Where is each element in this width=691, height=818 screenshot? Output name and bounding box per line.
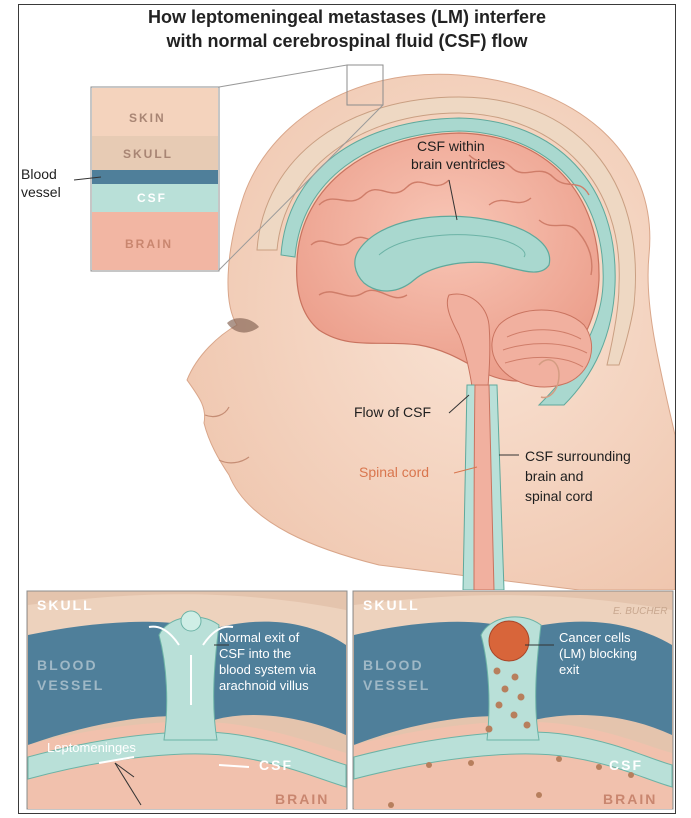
figure-frame: How leptomeningeal metastases (LM) inter…	[18, 4, 676, 814]
right-vessel-label: VESSEL	[363, 677, 430, 693]
panel-cancer-blocking	[19, 5, 675, 813]
right-blood-label: BLOOD	[363, 657, 424, 673]
right-skull-label: SKULL	[363, 597, 420, 613]
right-csf-label: CSF	[609, 757, 643, 773]
cancer-cell-cluster	[489, 621, 529, 661]
cancer-cells-label-3: exit	[559, 661, 579, 679]
right-brain-label: BRAIN	[603, 791, 657, 807]
artist-signature: E. BUCHER	[613, 603, 667, 621]
